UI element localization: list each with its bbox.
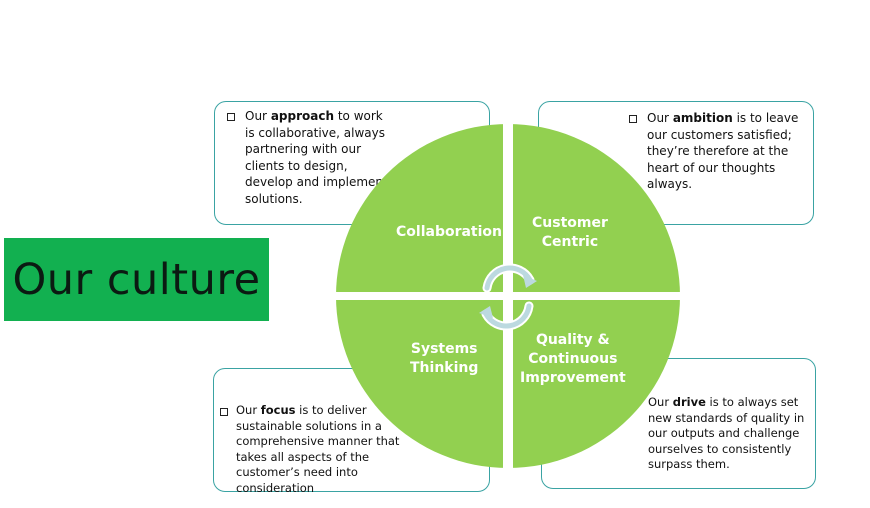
quality-improvement-label: Quality & Continuous Improvement: [520, 332, 626, 386]
cycle-arrows-icon: [479, 263, 537, 331]
horizontal-divider: [330, 292, 686, 300]
focus-text: Our focus is to deliver sustainable solu…: [236, 403, 400, 495]
checkbox-bullet-icon: [227, 113, 235, 121]
checkbox-bullet-icon: [629, 115, 637, 123]
collaboration-label: Collaboration: [396, 224, 503, 240]
approach-text: Our approach to work is collaborative, a…: [245, 109, 388, 206]
culture-circle: [330, 118, 686, 474]
title-banner: Our culture: [4, 238, 269, 321]
drive-text: Our drive is to always set new standards…: [648, 395, 805, 471]
page-title: Our culture: [12, 254, 261, 305]
systems-thinking-label: Systems Thinking: [410, 341, 479, 376]
ambition-text: Our ambition is to leave our customers s…: [647, 111, 799, 191]
customer-centric-label: Customer Centric: [532, 215, 608, 250]
checkbox-bullet-icon: [220, 408, 228, 416]
